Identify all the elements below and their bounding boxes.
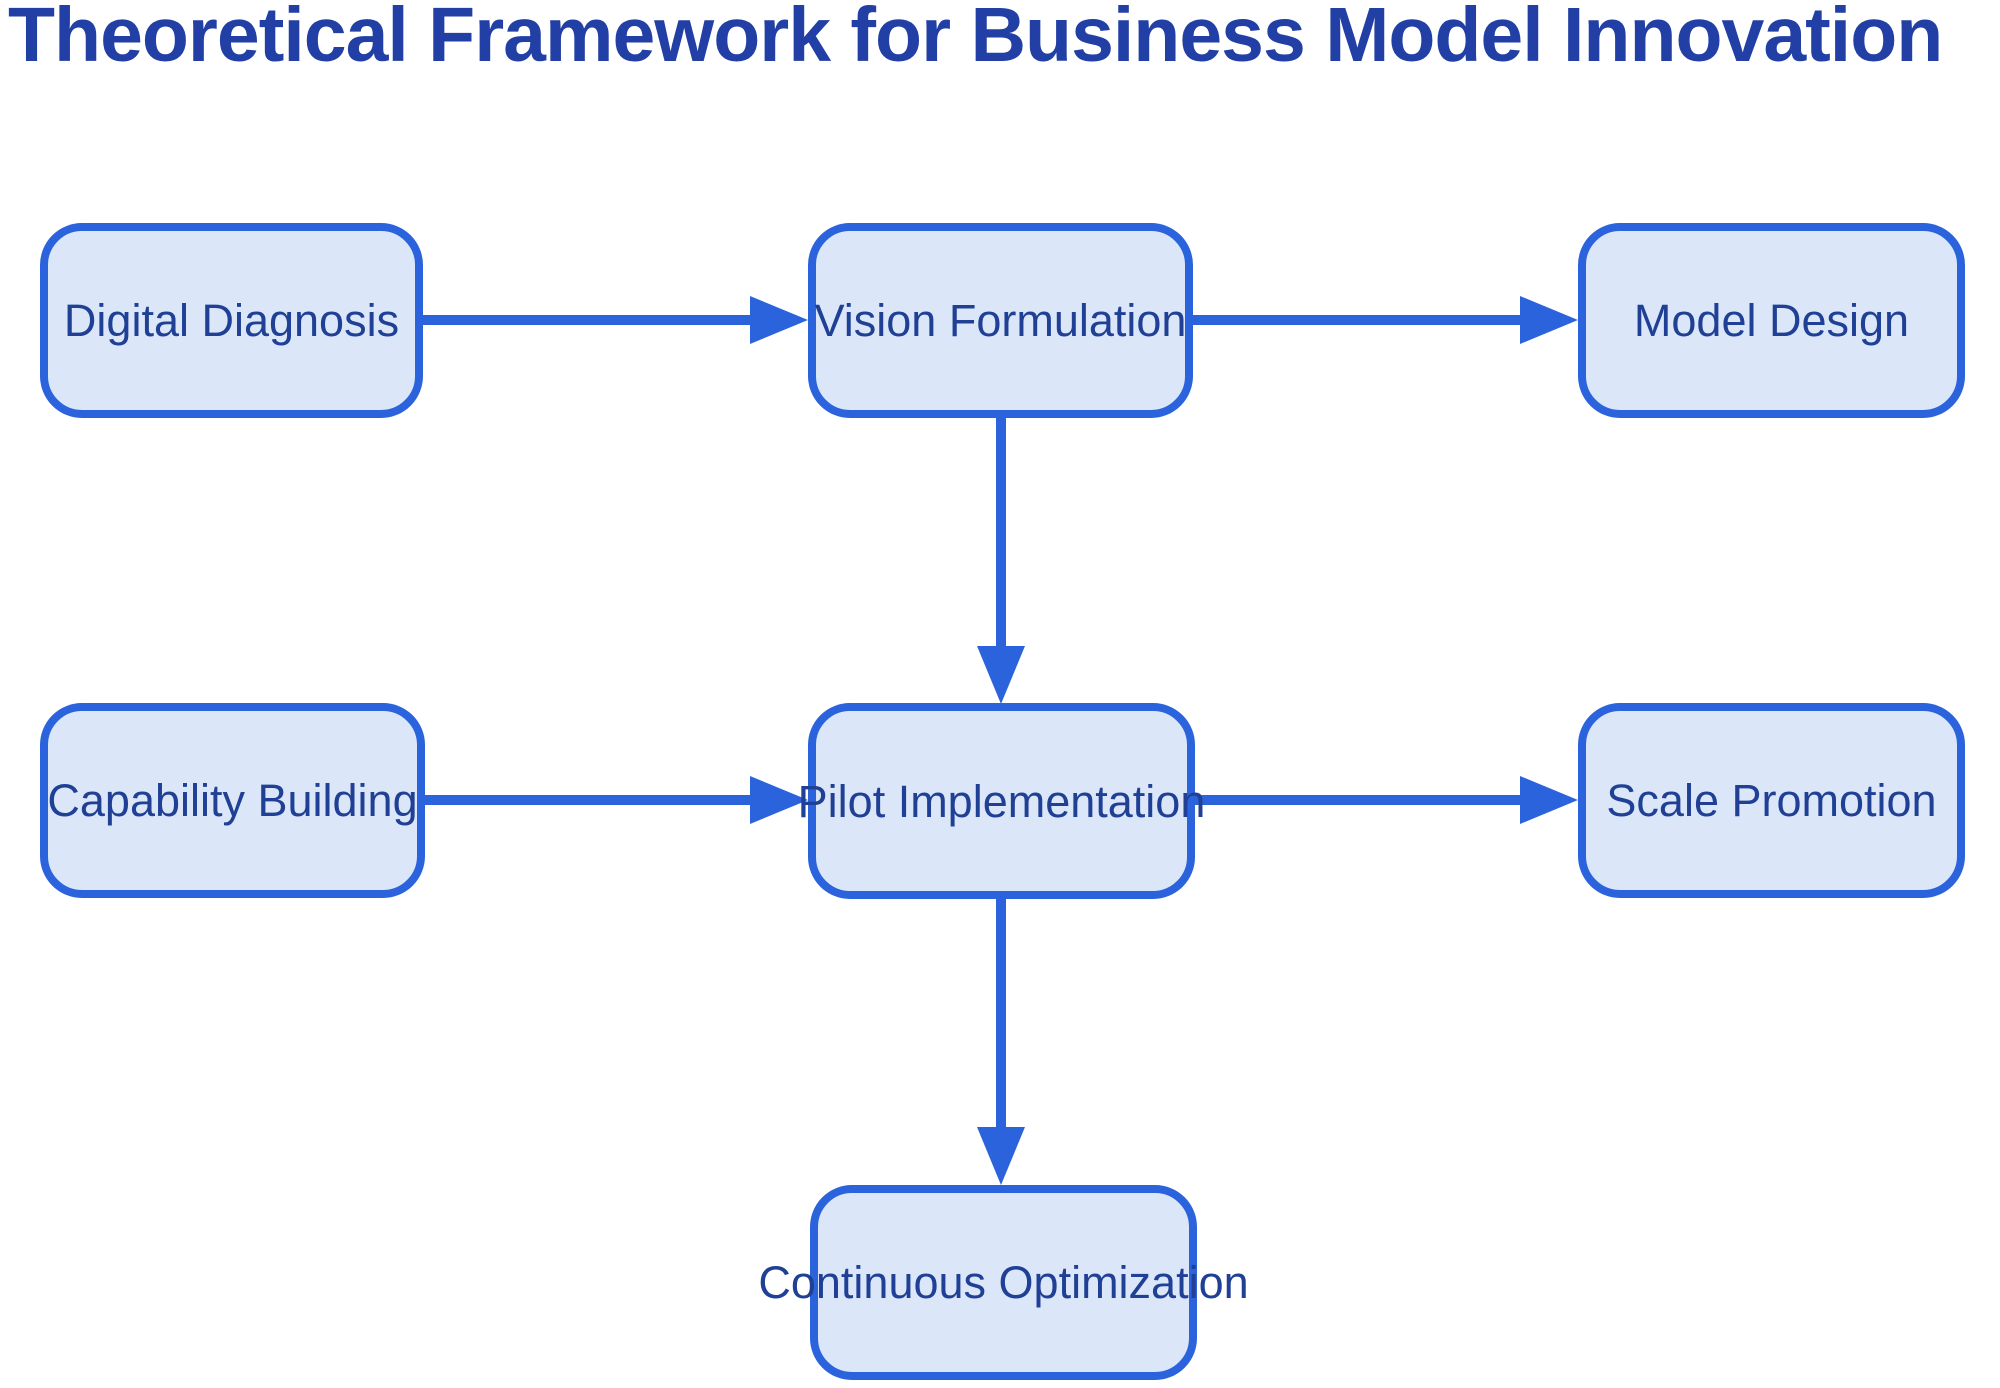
node-label: Model Design [1633,295,1910,346]
node-vision-formulation: Vision Formulation [808,223,1193,418]
node-label: Pilot Implementation [797,775,1206,827]
node-label: Scale Promotion [1606,775,1937,826]
node-digital-diagnosis: Digital Diagnosis [40,223,423,418]
node-model-design: Model Design [1578,223,1965,418]
edge-vision-formulation-to-pilot-implementation [977,418,1025,704]
diagram-title: Theoretical Framework for Business Model… [8,0,1943,78]
node-label: Capability Building [47,775,418,826]
edge-pilot-implementation-to-scale-promotion [1195,776,1578,824]
edge-pilot-implementation-to-continuous-optimization [977,898,1025,1185]
edge-capability-building-to-pilot-implementation [425,776,808,824]
node-label: Digital Diagnosis [63,295,400,346]
node-continuous-optimization: Continuous Optimization [758,1185,1249,1380]
node-scale-promotion: Scale Promotion [1578,703,1965,898]
node-pilot-implementation: Pilot Implementation [798,703,1205,899]
node-label: Vision Formulation [814,295,1187,346]
edge-digital-diagnosis-to-vision-formulation [423,296,808,344]
node-capability-building: Capability Building [40,703,425,898]
edge-vision-formulation-to-model-design [1193,296,1578,344]
node-label: Continuous Optimization [758,1257,1249,1308]
